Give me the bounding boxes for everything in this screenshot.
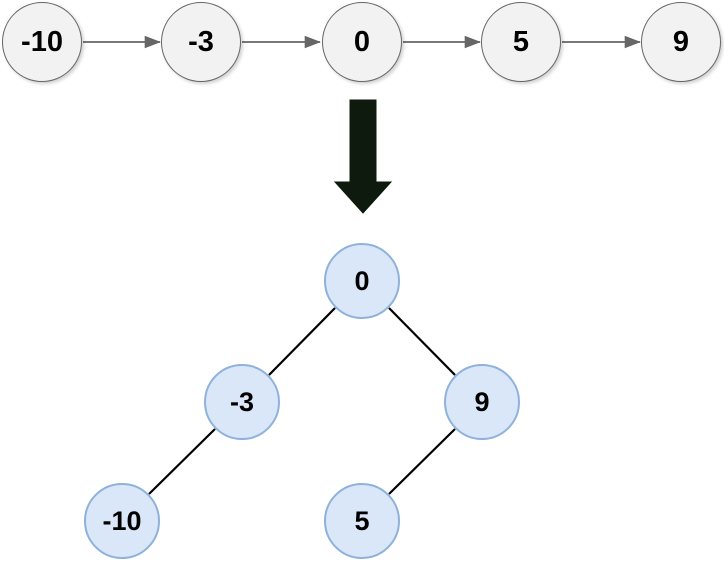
bst-node-label: 5: [354, 505, 370, 536]
bst-node-label: 9: [474, 386, 490, 417]
list-node-9[interactable]: 9: [641, 2, 721, 82]
bst-node-9[interactable]: 9: [444, 364, 520, 440]
bst-node-label: 0: [354, 265, 370, 296]
bst-edge-root-left: [268, 307, 336, 376]
list-node-label: 5: [512, 25, 530, 58]
list-node-5[interactable]: 5: [481, 2, 561, 82]
list-node-label: -10: [21, 25, 63, 58]
downward-transform-arrow-icon: [333, 99, 393, 214]
bst-edge-left-leftleft: [148, 428, 216, 495]
bst-node-minus-3[interactable]: -3: [204, 364, 280, 440]
list-node-0[interactable]: 0: [322, 2, 402, 82]
bst-edge-root-right: [388, 307, 456, 376]
bst-node-5[interactable]: 5: [324, 483, 400, 559]
list-node-label: 0: [353, 25, 371, 58]
list-node-label: 9: [672, 25, 690, 58]
list-node-minus-10[interactable]: -10: [2, 2, 82, 82]
list-node-label: -3: [188, 25, 214, 58]
list-node-minus-3[interactable]: -3: [161, 2, 241, 82]
bst-node-root-0[interactable]: 0: [324, 243, 400, 319]
bst-node-label: -10: [102, 505, 142, 536]
bst-edges: [148, 307, 456, 495]
bst-edge-right-rightleft: [388, 428, 456, 495]
bst-node-minus-10[interactable]: -10: [84, 483, 160, 559]
bst-node-label: -3: [229, 386, 254, 417]
